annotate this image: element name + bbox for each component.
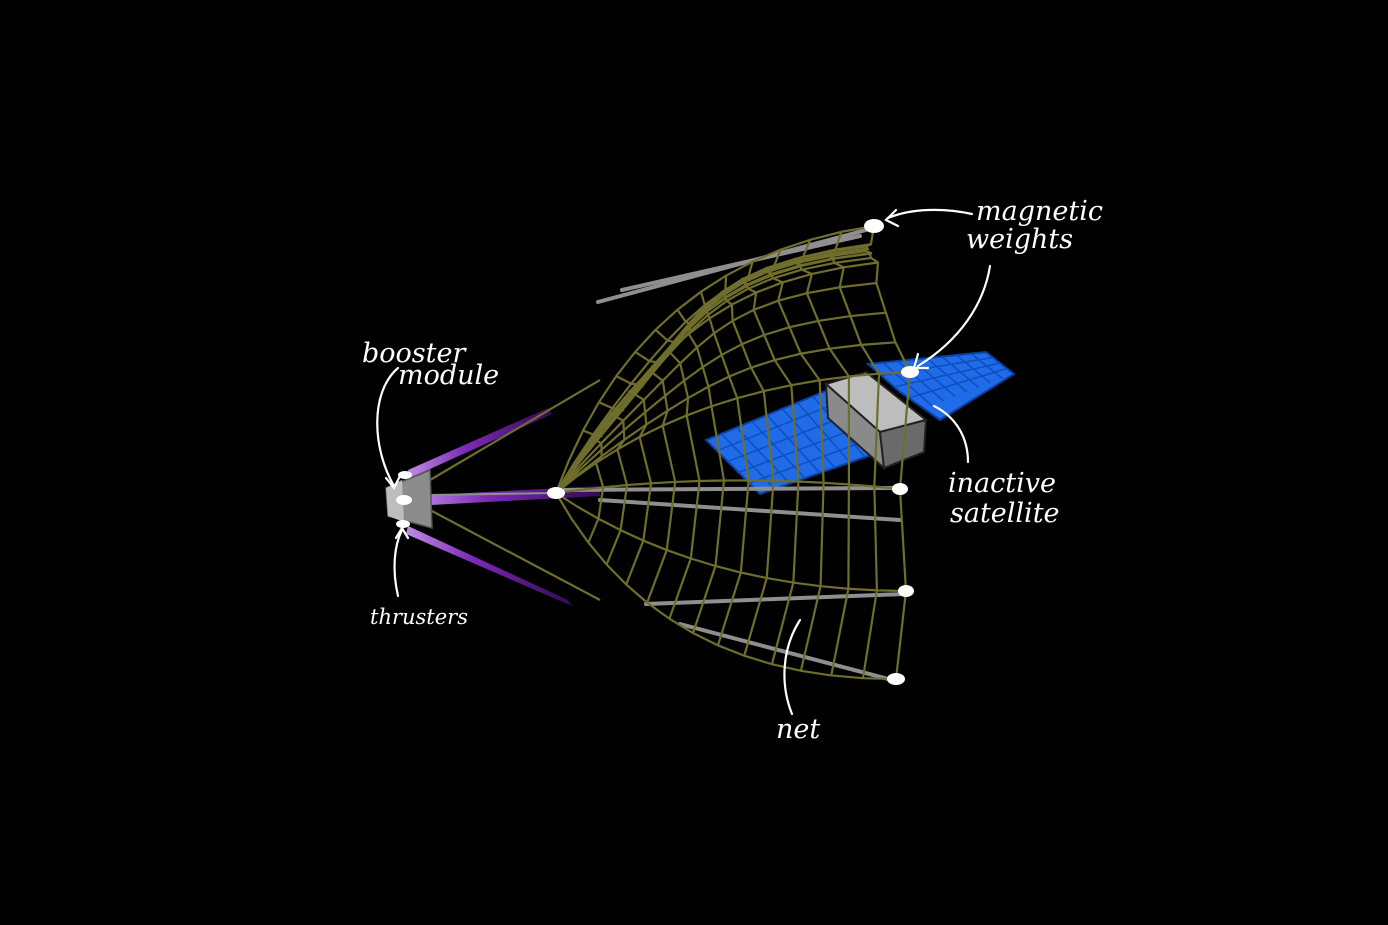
- thruster-plume-upper: [408, 408, 552, 478]
- thruster-plume-lower: [406, 526, 572, 606]
- magnetic-weights: [547, 219, 919, 685]
- net-ring: [793, 239, 850, 676]
- magnetic-arrow-lower: [916, 264, 992, 368]
- capture-net: [429, 224, 912, 681]
- panel-cell-line: [796, 402, 851, 463]
- tether-line: [558, 486, 900, 492]
- tether-line: [620, 234, 862, 292]
- net-ring: [582, 429, 605, 544]
- thrusters: [396, 471, 412, 528]
- magnetic-arrowhead-lower: [912, 352, 930, 370]
- net-arrow: [783, 618, 802, 716]
- thruster-nozzle-upper: [398, 471, 412, 479]
- satellite-arrow: [932, 404, 970, 464]
- panel-cell-line: [735, 426, 791, 485]
- booster-arrowhead: [384, 474, 402, 491]
- net-hub: [547, 487, 565, 499]
- annotation-arrows: [376, 208, 992, 716]
- magnetic-arrowhead-top: [884, 208, 900, 228]
- net-ring: [654, 329, 701, 620]
- thruster-nozzle-lower: [396, 520, 410, 528]
- inactive-label-line1: inactive: [948, 468, 1056, 499]
- thrusters-arrowhead: [394, 525, 410, 540]
- panel-cell-line: [738, 426, 860, 474]
- thruster-nozzle-middle: [396, 495, 412, 505]
- net-ring: [634, 351, 677, 603]
- tether-line: [598, 498, 902, 522]
- net-ring: [699, 291, 750, 646]
- net-ring: [598, 401, 629, 565]
- net-ring: [864, 225, 912, 680]
- magnetic-label-line2: weights: [966, 224, 1073, 255]
- inactive-label-line2: satellite: [950, 498, 1060, 529]
- net-label: net: [776, 714, 820, 745]
- magnetic-weight-bottom: [887, 673, 905, 685]
- panel-cell-line: [906, 367, 1008, 400]
- net-ring: [615, 375, 653, 585]
- net-rib: [555, 492, 897, 681]
- net-ring: [764, 249, 825, 672]
- magnetic-label-line1: magnetic: [976, 196, 1103, 227]
- magnetic-weight-middle: [892, 483, 908, 495]
- net-ring: [720, 275, 775, 657]
- net-cord: [429, 379, 601, 481]
- magnetic-weight-lower: [898, 585, 914, 597]
- net-cord: [429, 509, 601, 601]
- net-ring: [676, 309, 726, 634]
- annotations: booster module thrusters magnetic weight…: [362, 196, 1103, 745]
- booster-label-line1: booster: [362, 338, 467, 369]
- magnetic-arrow-top: [886, 208, 974, 220]
- panel-cell-line: [751, 420, 806, 479]
- panel-cell-line: [716, 401, 839, 452]
- panel-cell-line: [781, 408, 836, 469]
- booster-arrow: [376, 366, 400, 488]
- tether-line: [429, 492, 557, 496]
- panel-cell-line: [766, 414, 821, 474]
- panel-cell-line: [727, 414, 850, 463]
- thrusters-label: thrusters: [370, 605, 468, 629]
- panel-cell-line: [893, 362, 1001, 388]
- net-ring: [826, 231, 881, 679]
- thrusters-arrow: [393, 528, 404, 598]
- net-ring: [740, 261, 800, 665]
- booster-label-line2: module: [398, 360, 499, 391]
- tether-line: [644, 592, 906, 606]
- magnetic-weight-top: [864, 219, 884, 233]
